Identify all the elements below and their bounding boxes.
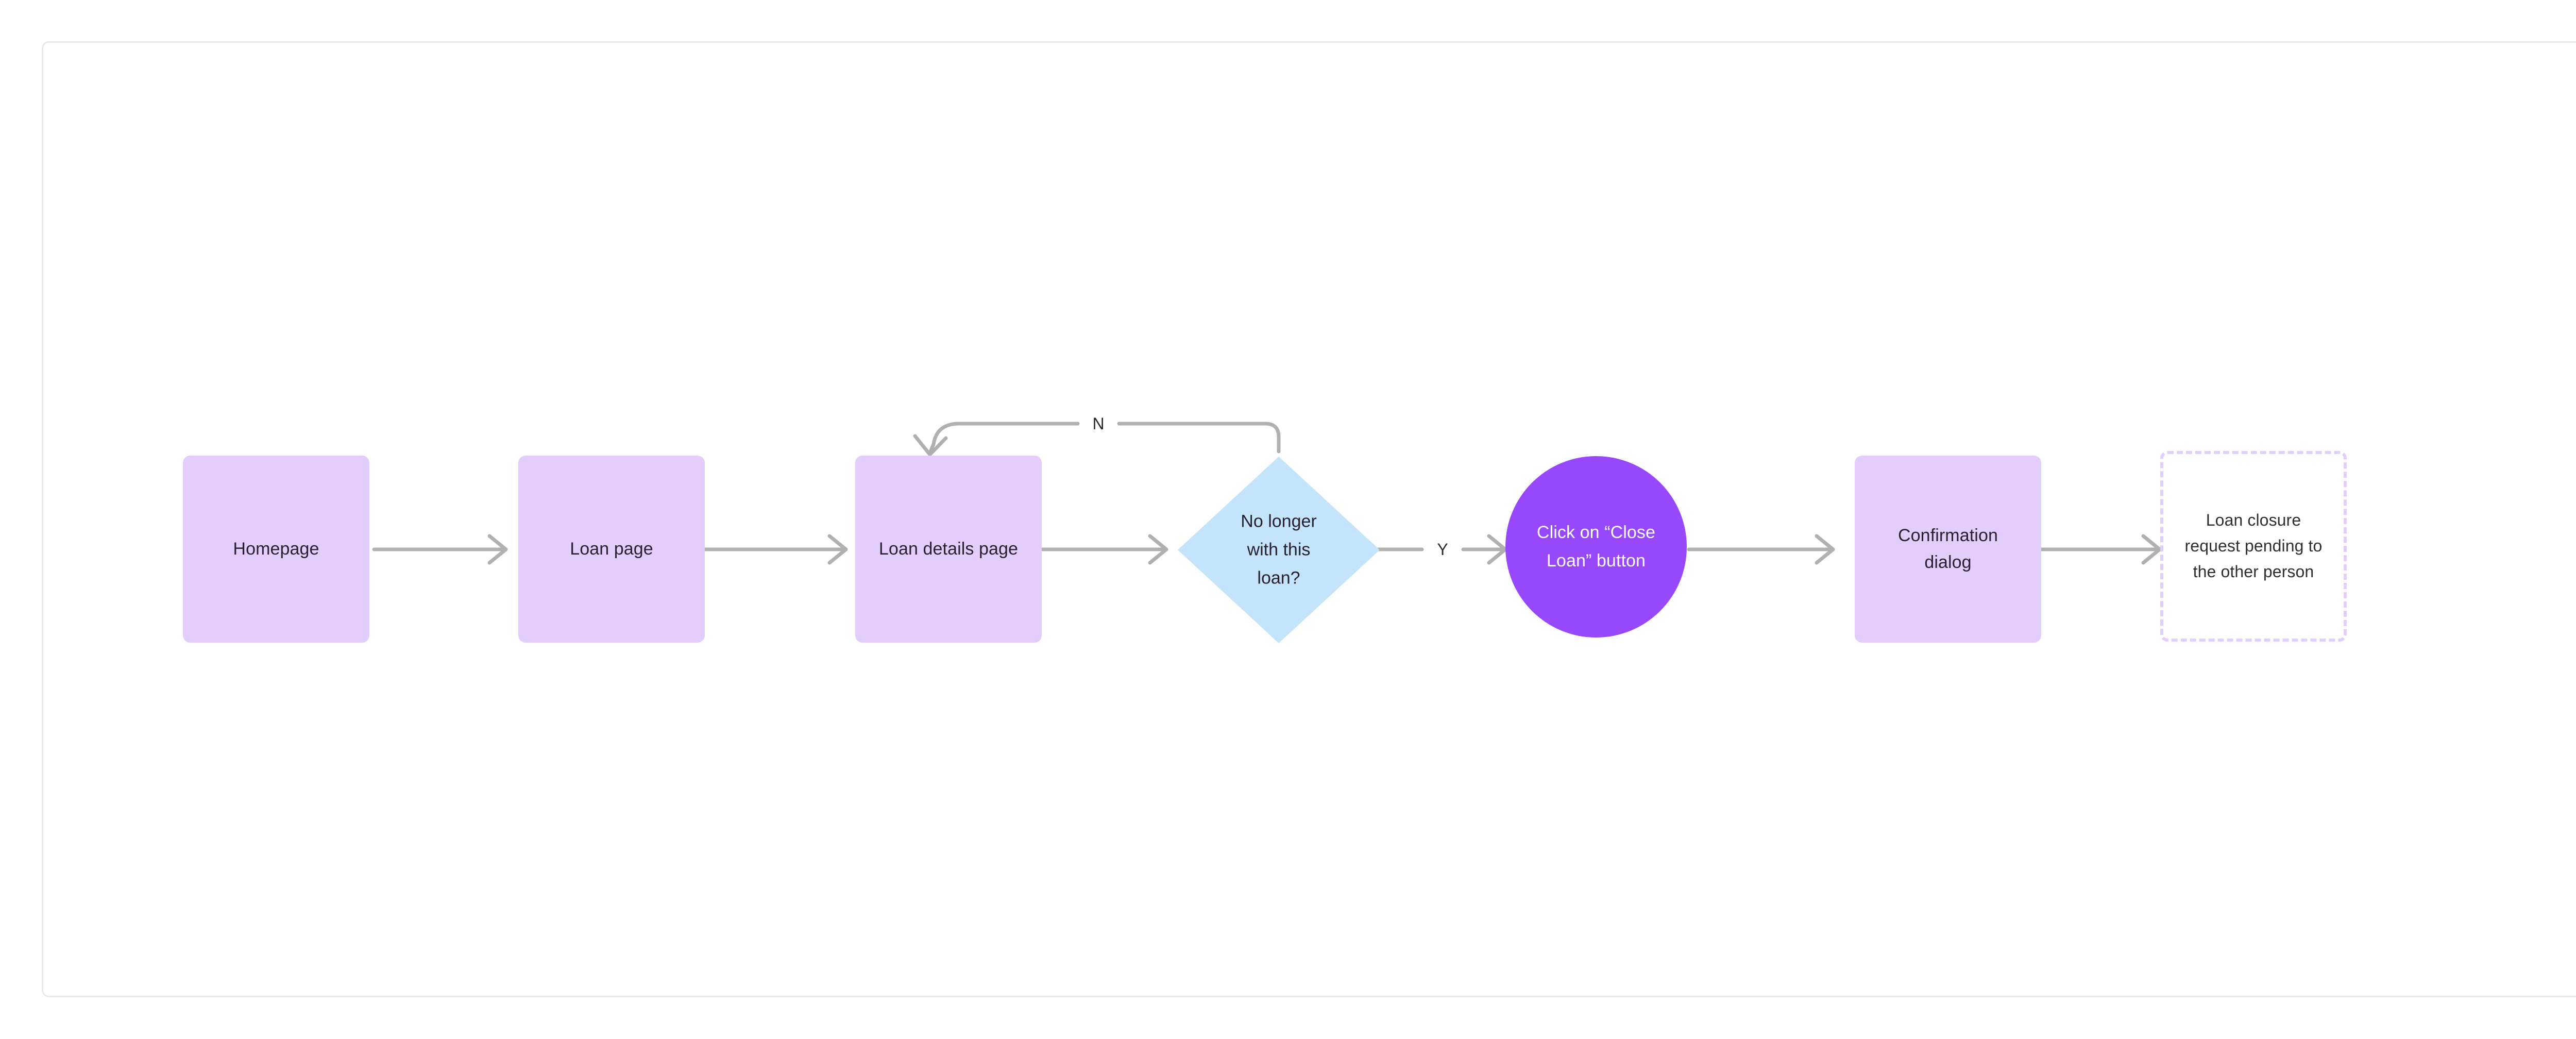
node-decision-label: No longer with this loan? — [1241, 511, 1317, 588]
diamond-shape — [1178, 457, 1380, 643]
node-loan-page-label: Loan page — [570, 539, 653, 559]
node-homepage[interactable]: Homepage — [183, 456, 369, 643]
edge-label-no: N — [1086, 415, 1111, 432]
node-loan-details-page[interactable]: Loan details page — [855, 456, 1042, 643]
node-click-close-loan-button[interactable]: Click on “Close Loan” button — [1505, 456, 1687, 638]
node-confirmation-dialog[interactable]: Confirmation dialog — [1855, 456, 2041, 643]
edge-label-yes: Y — [1431, 541, 1454, 558]
node-loan-closure-pending-label: Loan closure request pending to the othe… — [2184, 511, 2323, 581]
node-loan-closure-pending[interactable]: Loan closure request pending to the othe… — [2160, 451, 2347, 642]
node-loan-page[interactable]: Loan page — [518, 456, 705, 643]
node-loan-details-page-label: Loan details page — [878, 539, 1019, 559]
node-confirmation-dialog-label: Confirmation dialog — [1898, 525, 1998, 572]
node-homepage-label: Homepage — [233, 539, 319, 559]
node-click-close-loan-button-label: Click on “Close Loan” button — [1536, 522, 1656, 571]
node-decision-no-longer-with-loan[interactable]: No longer with this loan? — [1176, 455, 1382, 645]
